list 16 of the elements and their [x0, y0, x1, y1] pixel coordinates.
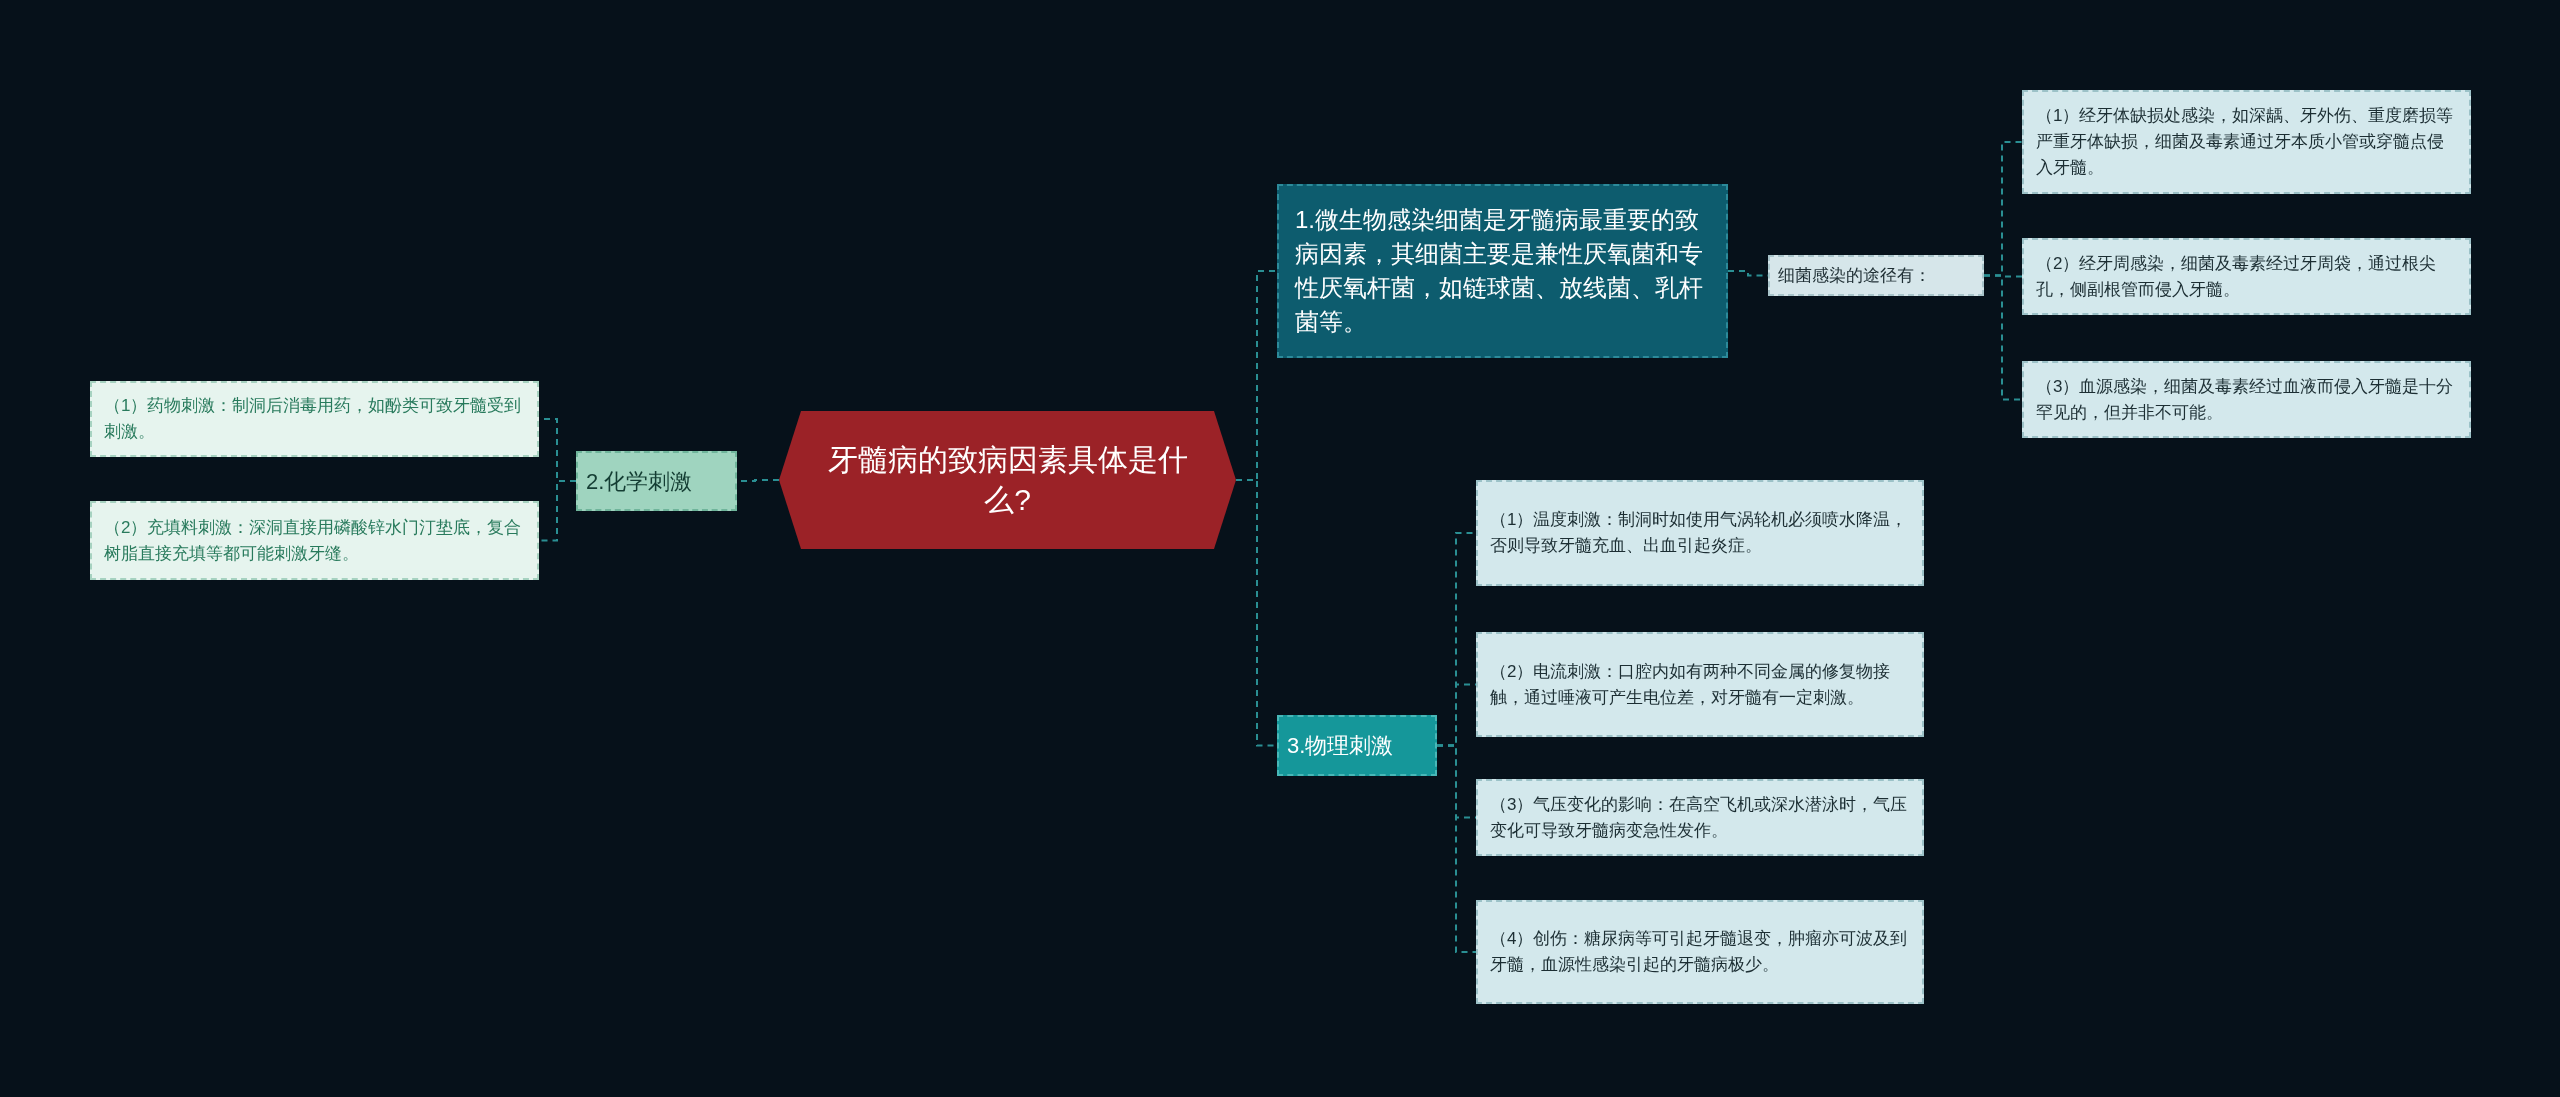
detail-box: （1）药物刺激：制洞后消毒用药，如酚类可致牙髓受到刺激。	[90, 381, 539, 457]
detail-box: （3）血源感染，细菌及毒素经过血液而侵入牙髓是十分罕见的，但并非不可能。	[2022, 361, 2471, 438]
detail-box: （1）温度刺激：制洞时如使用气涡轮机必须喷水降温，否则导致牙髓充血、出血引起炎症。	[1476, 480, 1924, 586]
detail-box: （2）经牙周感染，细菌及毒素经过牙周袋，通过根尖孔，侧副根管而侵入牙髓。	[2022, 238, 2471, 315]
detail-box: （2）电流刺激：口腔内如有两种不同金属的修复物接触，通过唾液可产生电位差，对牙髓有一定刺激。	[1476, 632, 1924, 737]
detail-box: （3）气压变化的影响：在高空飞机或深水潜泳时，气压变化可导致牙髓病变急性发作。	[1476, 779, 1924, 856]
detail-box: （1）经牙体缺损处感染，如深龋、牙外伤、重度磨损等严重牙体缺损，细菌及毒素通过牙本质小管或穿髓点侵入牙髓。	[2022, 90, 2471, 194]
topic-box: 2.化学刺激	[576, 451, 737, 511]
central-topic: 牙髓病的致病因素具体是什么?	[779, 411, 1236, 549]
topic-box: 1.微生物感染细菌是牙髓病最重要的致病因素，其细菌主要是兼性厌氧菌和专性厌氧杆菌，如链球菌、放线菌、乳杆菌等。	[1277, 184, 1728, 358]
topic-box: 3.物理刺激	[1277, 715, 1437, 776]
detail-box: （2）充填料刺激：深洞直接用磷酸锌水门汀垫底，复合树脂直接充填等都可能刺激牙缝。	[90, 501, 539, 580]
connector-line	[1436, 744, 1477, 953]
detail-box: （4）创伤：糖尿病等可引起牙髓退变，肿瘤亦可波及到牙髓，血源性感染引起的牙髓病极少。	[1476, 900, 1924, 1004]
connector-line	[1983, 274, 2023, 401]
subtopic-box: 细菌感染的途径有：	[1768, 255, 1984, 296]
